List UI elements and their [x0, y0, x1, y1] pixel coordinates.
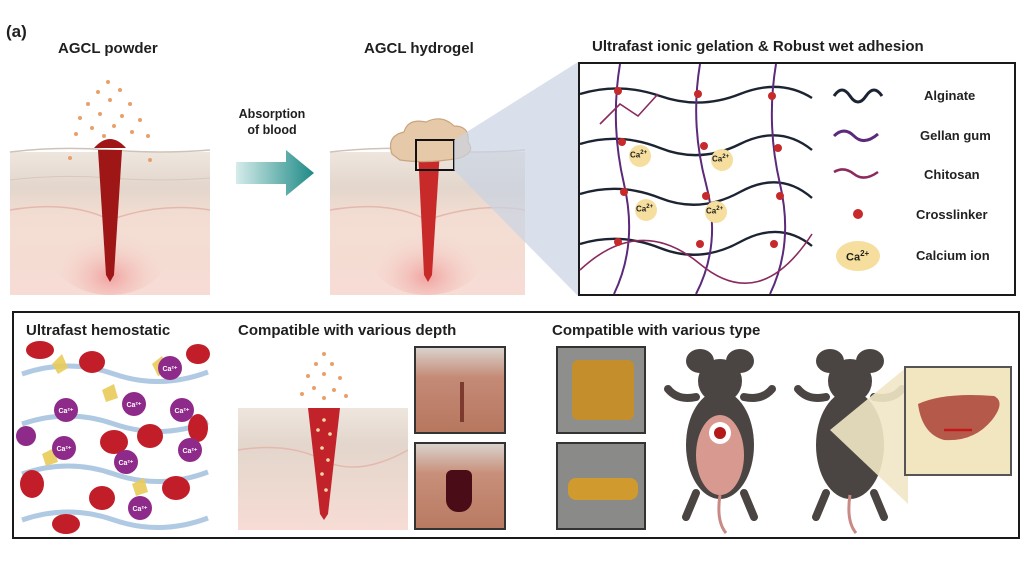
arrow-label-line1: Absorption: [238, 107, 306, 121]
depth-title: Compatible with various depth: [238, 322, 457, 339]
patch-square-photo: [556, 346, 646, 434]
ca-ion-3: Ca2+: [636, 204, 654, 214]
hydrogel-title: AGCL hydrogel: [364, 40, 474, 57]
legend-alginate-label: Alginate: [924, 88, 976, 103]
legend-calcium-badge: Ca2+: [846, 249, 870, 264]
hydrogel-wound-illustration: [329, 118, 526, 295]
liver-callout-wedge: [830, 366, 908, 504]
legend-gellan-label: Gellan gum: [920, 128, 991, 143]
depth-wound-illustration: [237, 352, 409, 530]
svg-text:Ca²⁺: Ca²⁺: [127, 402, 142, 409]
powder-title: AGCL powder: [58, 40, 158, 57]
type-title: Compatible with various type: [552, 322, 761, 339]
gelation-title: Ultrafast ionic gelation & Robust wet ad…: [592, 38, 924, 55]
legend-crosslinker-label: Crosslinker: [916, 207, 988, 222]
svg-text:Ca²⁺: Ca²⁺: [57, 446, 72, 453]
shallow-wound-photo: [414, 346, 506, 434]
ca-ion-1: Ca2+: [630, 150, 648, 160]
legend-swatch-calcium: [836, 241, 880, 271]
absorption-arrow: [236, 150, 314, 196]
svg-text:Ca²⁺: Ca²⁺: [163, 366, 178, 373]
polymer-network: [579, 63, 813, 295]
patch-strip-photo: [556, 442, 646, 530]
legend-swatch-alginate: [832, 88, 884, 104]
legend-swatches: [832, 88, 884, 271]
svg-text:Ca²⁺: Ca²⁺: [133, 506, 148, 513]
svg-text:Ca²⁺: Ca²⁺: [119, 460, 134, 467]
panel-label: (a): [6, 22, 27, 41]
powder-wound-illustration: [9, 80, 211, 295]
legend-chitosan-label: Chitosan: [924, 167, 980, 182]
legend-swatch-gellan: [832, 129, 879, 142]
arrow-label-line2: of blood: [247, 123, 297, 137]
legend-calcium-label: Calcium ion: [916, 248, 990, 263]
hemostatic-title: Ultrafast hemostatic: [26, 322, 171, 339]
ca-ion-2: Ca2+: [712, 154, 730, 164]
ca-ion-4: Ca2+: [706, 206, 724, 216]
liver-icon: [918, 395, 1000, 441]
svg-text:Ca²⁺: Ca²⁺: [175, 408, 190, 415]
deep-wound-photo: [414, 442, 506, 530]
legend-swatch-chitosan: [833, 168, 879, 179]
mouse-front: [664, 349, 776, 534]
legend-swatch-crosslinker: [853, 209, 863, 219]
hemostatic-illustration: Ca²⁺ Ca²⁺ Ca²⁺ Ca²⁺ Ca²⁺ Ca²⁺ Ca²⁺ Ca²⁺: [16, 341, 210, 534]
zoom-wedge: [454, 62, 578, 296]
wound-blood: [98, 150, 122, 282]
svg-text:Ca²⁺: Ca²⁺: [183, 448, 198, 455]
svg-text:Ca²⁺: Ca²⁺: [59, 408, 74, 415]
